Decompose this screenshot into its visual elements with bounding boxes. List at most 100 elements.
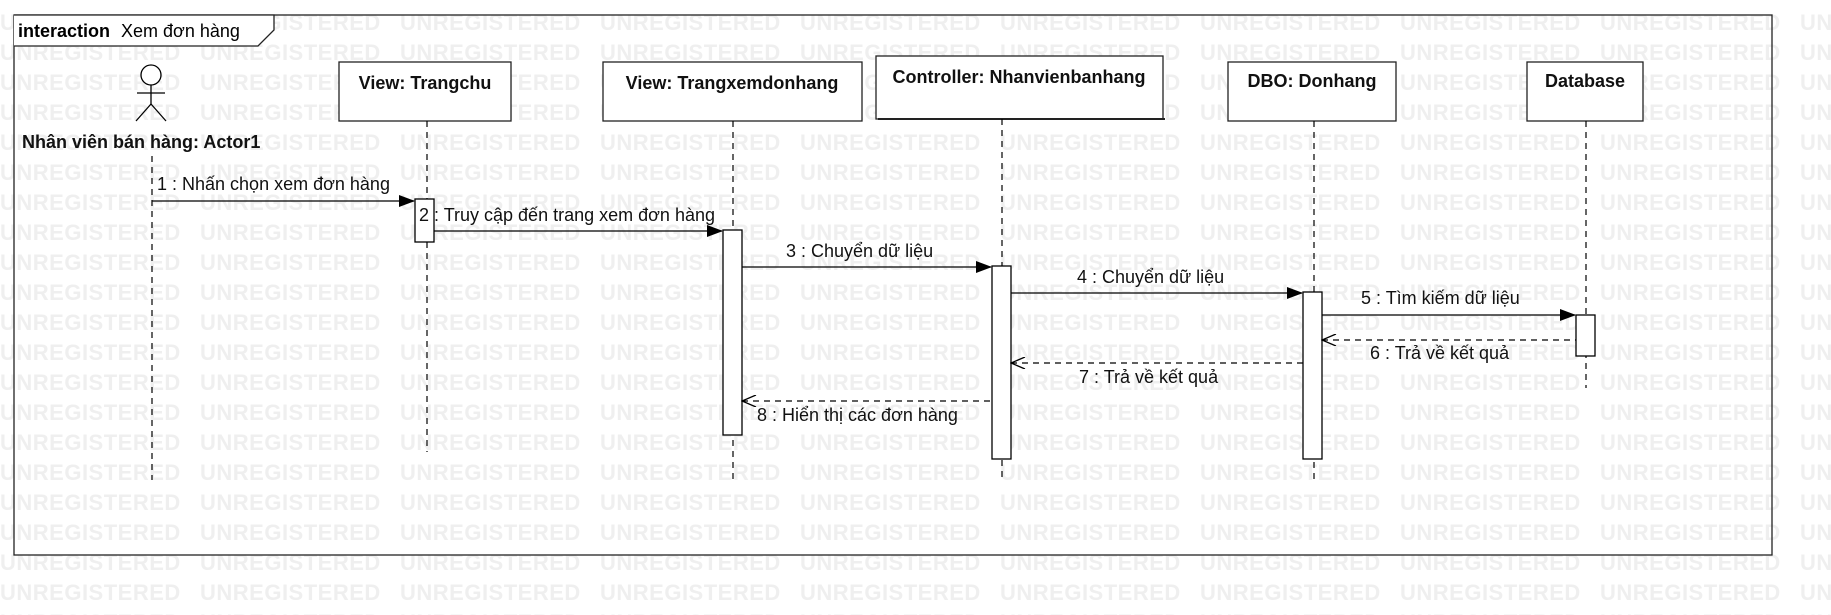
message-6: 6 : Trả về kết quả bbox=[1322, 340, 1576, 363]
watermark-text: UNREGISTERED bbox=[1800, 310, 1831, 335]
watermark-text: UNREGISTERED bbox=[600, 550, 781, 575]
watermark-text: UNREGISTERED bbox=[600, 520, 781, 545]
watermark-text: UNREGISTERED bbox=[1200, 460, 1381, 485]
watermark-text: UNREGISTERED bbox=[200, 460, 381, 485]
watermark-text: UNREGISTERED bbox=[0, 460, 181, 485]
watermark-text: UNREGISTERED bbox=[1400, 550, 1581, 575]
watermark-text: UNREGISTERED bbox=[600, 370, 781, 395]
watermark-text: UNREGISTERED bbox=[1800, 520, 1831, 545]
watermark-text: UNREGISTERED bbox=[1400, 10, 1581, 35]
watermark-text: UNREGISTERED bbox=[400, 10, 581, 35]
watermark-text: UNREGISTERED bbox=[1600, 610, 1781, 615]
watermark-text: UNREGISTERED bbox=[800, 460, 981, 485]
watermark-text: UNREGISTERED bbox=[600, 130, 781, 155]
watermark-text: UNREGISTERED bbox=[1600, 190, 1781, 215]
watermark-text: UNREGISTERED bbox=[1600, 310, 1781, 335]
watermark-text: UNREGISTERED bbox=[800, 520, 981, 545]
watermark-text: UNREGISTERED bbox=[400, 370, 581, 395]
watermark-text: UNREGISTERED bbox=[1200, 400, 1381, 425]
watermark-text: UNREGISTERED bbox=[1600, 160, 1781, 185]
watermark-text: UNREGISTERED bbox=[200, 280, 381, 305]
watermark-text: UNREGISTERED bbox=[1800, 280, 1831, 305]
watermark-text: UNREGISTERED bbox=[1600, 250, 1781, 275]
watermark-text: UNREGISTERED bbox=[800, 610, 981, 615]
watermark-text: UNREGISTERED bbox=[200, 610, 381, 615]
watermark-text: UNREGISTERED bbox=[400, 610, 581, 615]
watermark-text: UNREGISTERED bbox=[0, 520, 181, 545]
watermark-text: UNREGISTERED bbox=[0, 610, 181, 615]
message-7-label: 7 : Trả về kết quả bbox=[1079, 367, 1219, 387]
watermark-text: UNREGISTERED bbox=[1400, 190, 1581, 215]
watermark-text: UNREGISTERED bbox=[1400, 370, 1581, 395]
watermark-text: UNREGISTERED bbox=[1600, 370, 1781, 395]
watermark-text: UNREGISTERED bbox=[600, 340, 781, 365]
watermark-text: UNREGISTERED bbox=[1600, 400, 1781, 425]
watermark-text: UNREGISTERED bbox=[600, 160, 781, 185]
watermark-text: UNREGISTERED bbox=[600, 250, 781, 275]
watermark-text: UNREGISTERED bbox=[400, 40, 581, 65]
watermark-text: UNREGISTERED bbox=[600, 400, 781, 425]
watermark-text: UNREGISTERED bbox=[1400, 220, 1581, 245]
watermark-text: UNREGISTERED bbox=[600, 610, 781, 615]
watermark-text: UNREGISTERED bbox=[1400, 610, 1581, 615]
actor-name: Nhân viên bán hàng: Actor1 bbox=[22, 132, 260, 152]
watermark-text: UNREGISTERED bbox=[1800, 160, 1831, 185]
watermark-text: UNREGISTERED bbox=[200, 400, 381, 425]
watermark-text: UNREGISTERED bbox=[1600, 40, 1781, 65]
watermark-text: UNREGISTERED bbox=[200, 160, 381, 185]
message-8-label: 8 : Hiển thị các đơn hàng bbox=[757, 405, 958, 425]
message-1-label: 1 : Nhấn chọn xem đơn hàng bbox=[157, 174, 390, 194]
watermark-text: UNREGISTERED bbox=[1400, 400, 1581, 425]
watermark-text: UNREGISTERED bbox=[800, 160, 981, 185]
watermark-text: UNREGISTERED bbox=[1600, 550, 1781, 575]
lifeline-trangchu: View: Trangchu bbox=[338, 61, 512, 452]
watermark-text: UNREGISTERED bbox=[800, 340, 981, 365]
watermark-text: UNREGISTERED bbox=[1400, 310, 1581, 335]
message-3: 3 : Chuyển dữ liệu bbox=[742, 241, 992, 273]
watermark-text: UNREGISTERED bbox=[1200, 430, 1381, 455]
watermark-text: UNREGISTERED bbox=[1600, 460, 1781, 485]
watermark-text: UNREGISTERED bbox=[800, 310, 981, 335]
actor-figure-icon bbox=[135, 64, 167, 122]
watermark-text: UNREGISTERED bbox=[200, 370, 381, 395]
watermark-text: UNREGISTERED bbox=[800, 220, 981, 245]
watermark-text: UNREGISTERED bbox=[1000, 310, 1181, 335]
message-4-label: 4 : Chuyển dữ liệu bbox=[1077, 267, 1224, 287]
watermark-text: UNREGISTERED bbox=[1800, 460, 1831, 485]
watermark-text: UNREGISTERED bbox=[1400, 160, 1581, 185]
watermark-text: UNREGISTERED bbox=[1400, 430, 1581, 455]
actor: Nhân viên bán hàng: Actor1 bbox=[22, 64, 260, 480]
watermark-text: UNREGISTERED bbox=[200, 430, 381, 455]
watermark-text: UNREGISTERED bbox=[1800, 130, 1831, 155]
watermark-text: UNREGISTERED bbox=[200, 520, 381, 545]
activation-bar bbox=[1302, 291, 1323, 460]
watermark-text: UNREGISTERED bbox=[600, 190, 781, 215]
watermark-text: UNREGISTERED bbox=[1800, 340, 1831, 365]
watermark-text: UNREGISTERED bbox=[200, 340, 381, 365]
watermark-text: UNREGISTERED bbox=[800, 430, 981, 455]
watermark-text: UNREGISTERED bbox=[1400, 490, 1581, 515]
watermark-text: UNREGISTERED bbox=[0, 370, 181, 395]
message-5: 5 : Tìm kiếm dữ liệu bbox=[1322, 288, 1576, 321]
watermark-text: UNREGISTERED bbox=[800, 10, 981, 35]
watermark-text: UNREGISTERED bbox=[0, 100, 181, 125]
watermark-text: UNREGISTERED bbox=[0, 550, 181, 575]
watermark-text: UNREGISTERED bbox=[1800, 220, 1831, 245]
watermark-text: UNREGISTERED bbox=[0, 400, 181, 425]
watermark-text: UNREGISTERED bbox=[1800, 70, 1831, 95]
watermark-text: UNREGISTERED bbox=[1000, 250, 1181, 275]
watermark-text: UNREGISTERED bbox=[1800, 430, 1831, 455]
watermark-text: UNREGISTERED bbox=[1000, 340, 1181, 365]
watermark-text: UNREGISTERED bbox=[1400, 130, 1581, 155]
watermark-text: UNREGISTERED bbox=[1200, 40, 1381, 65]
activation-bar bbox=[991, 265, 1012, 460]
watermark-text: UNREGISTERED bbox=[1800, 10, 1831, 35]
watermark-text: UNREGISTERED bbox=[600, 280, 781, 305]
watermark-text: UNREGISTERED bbox=[1000, 520, 1181, 545]
watermark-text: UNREGISTERED bbox=[1400, 280, 1581, 305]
watermark-text: UNREGISTERED bbox=[200, 190, 381, 215]
message-2-label: 2 : Truy cập đến trang xem đơn hàng bbox=[419, 205, 715, 225]
watermark-text: UNREGISTERED bbox=[1600, 280, 1781, 305]
message-7: 7 : Trả về kết quả bbox=[1011, 363, 1303, 387]
